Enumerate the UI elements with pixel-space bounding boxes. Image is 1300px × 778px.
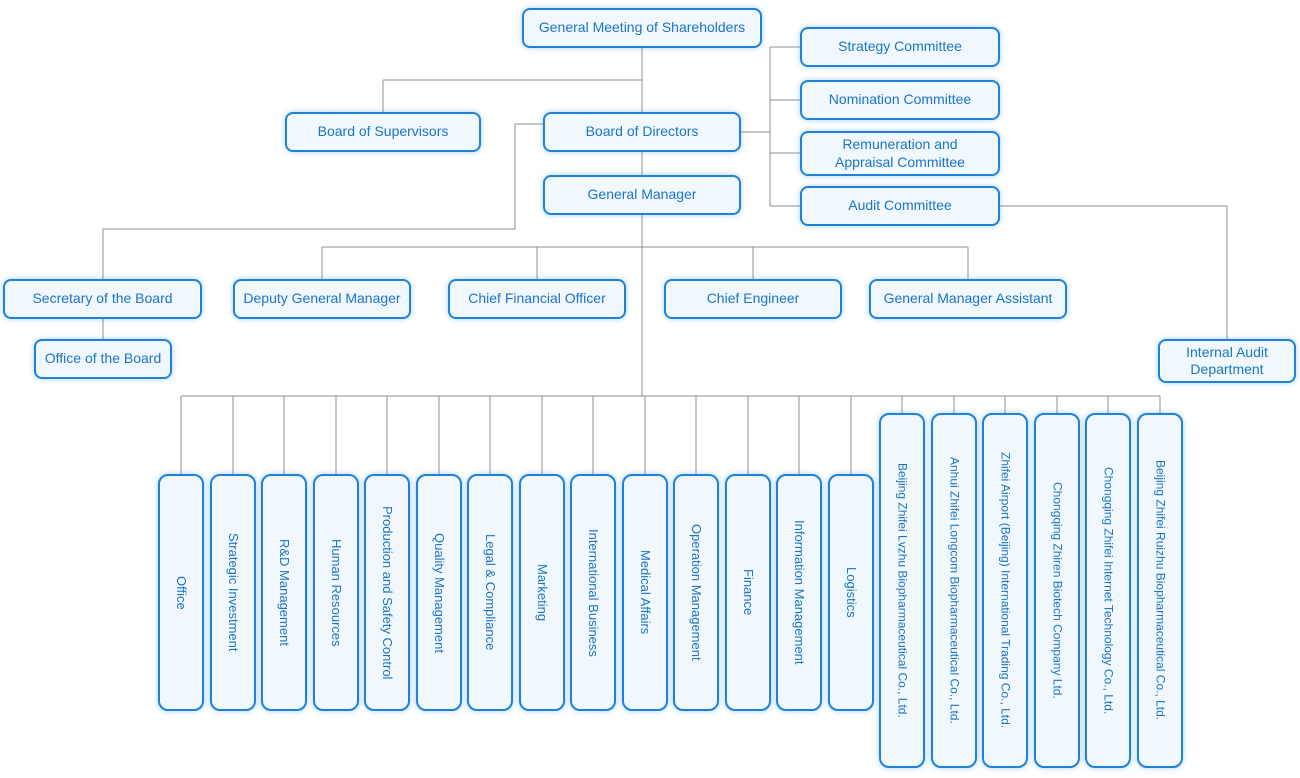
node-subsidiary-beijing-zhifei-ruizhu: Beijing Zhifei Ruizhu Biopharmaceutical … [1137, 413, 1183, 768]
node-dept-human-resources: Human Resources [313, 474, 359, 711]
node-general-manager-assistant: General Manager Assistant [869, 279, 1067, 319]
node-dept-operation-management: Operation Management [673, 474, 719, 711]
node-dept-rd-management: R&D Management [261, 474, 307, 711]
node-general-manager: General Manager [543, 175, 741, 215]
node-secretary-of-the-board: Secretary of the Board [3, 279, 202, 319]
node-subsidiary-beijing-zhifei-lvzhu: Beijing Zhifei Lvzhu Biopharmaceutical C… [879, 413, 925, 768]
node-dept-production-safety-control: Production and Safety Control [364, 474, 410, 711]
node-deputy-general-manager: Deputy General Manager [233, 279, 411, 319]
node-nomination-committee: Nomination Committee [800, 80, 1000, 120]
node-dept-medical-affairs: Medical Affairs [622, 474, 668, 711]
node-subsidiary-zhifei-airport-beijing: Zhifei Airport (Beijing) International T… [982, 413, 1028, 768]
node-general-meeting-of-shareholders: General Meeting of Shareholders [522, 8, 762, 48]
node-dept-international-business: International Business [570, 474, 616, 711]
node-dept-information-management: Information Management [776, 474, 822, 711]
node-strategy-committee: Strategy Committee [800, 27, 1000, 67]
connector-top-section [102, 46, 1228, 396]
node-internal-audit-department: Internal Audit Department [1158, 339, 1296, 383]
node-dept-quality-management: Quality Management [416, 474, 462, 711]
node-chief-financial-officer: Chief Financial Officer [448, 279, 626, 319]
connector-bottom-trunk [180, 395, 1161, 474]
node-dept-finance: Finance [725, 474, 771, 711]
node-chief-engineer: Chief Engineer [664, 279, 842, 319]
node-subsidiary-chongqing-zhifei-internet: Chongqing Zhifei Internet Technology Co.… [1085, 413, 1131, 768]
node-dept-marketing: Marketing [519, 474, 565, 711]
node-subsidiary-anhui-zhifei-longcom: Anhui Zhifei Longcom Biopharmaceutical C… [931, 413, 977, 768]
node-audit-committee: Audit Committee [800, 186, 1000, 226]
node-subsidiary-chongqing-zhiren-biotech: Chongqing Zhiren Biotech Company Ltd. [1034, 413, 1080, 768]
node-dept-logistics: Logistics [828, 474, 874, 711]
node-dept-strategic-investment: Strategic Investment [210, 474, 256, 711]
node-office-of-the-board: Office of the Board [34, 339, 172, 379]
node-board-of-directors: Board of Directors [543, 112, 741, 152]
node-remuneration-appraisal-committee: Remuneration and Appraisal Committee [800, 131, 1000, 176]
node-board-of-supervisors: Board of Supervisors [285, 112, 481, 152]
node-dept-legal-compliance: Legal & Compliance [467, 474, 513, 711]
node-dept-office: Office [158, 474, 204, 711]
